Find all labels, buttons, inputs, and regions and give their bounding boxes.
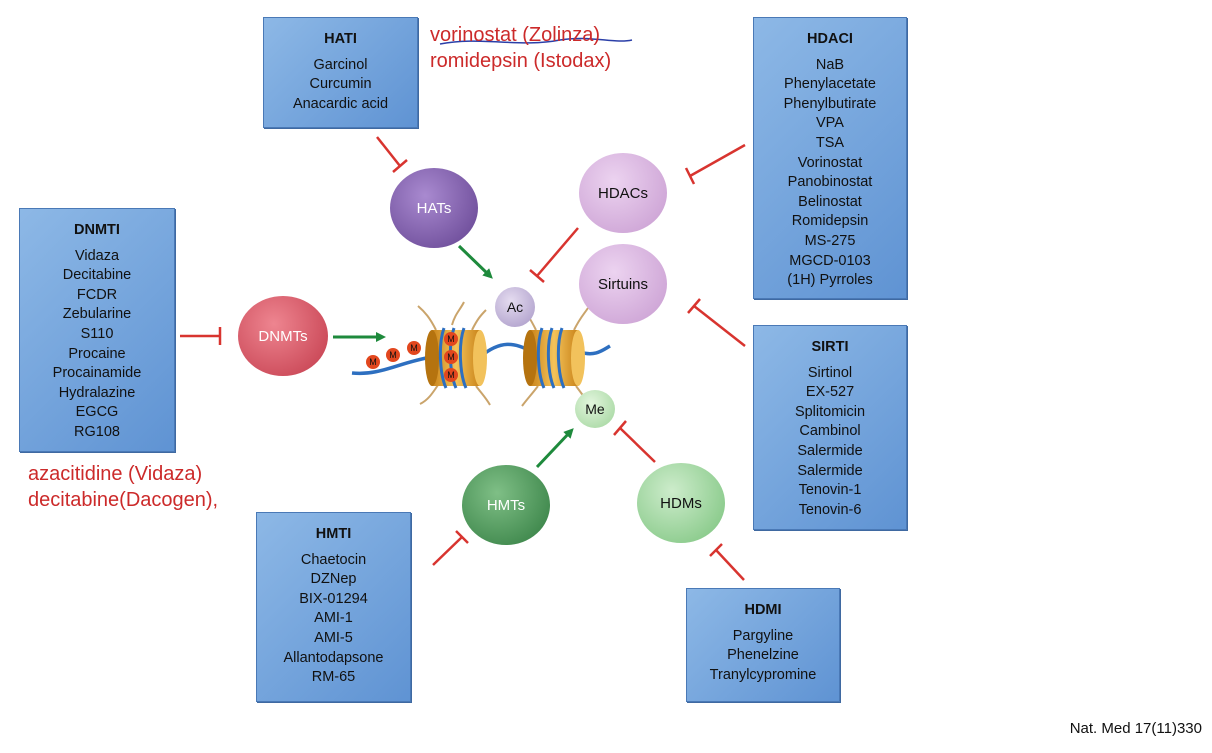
hdacs-label: HDACs (597, 184, 648, 202)
methyl-label: Me (585, 401, 605, 417)
hmts-circle: HMTs (462, 465, 550, 545)
dnmti-item: Procaine (68, 345, 126, 362)
hdmi-item: Pargyline (732, 627, 794, 644)
hdmi-title: HDMI (744, 602, 782, 618)
hdms-circle: HDMs (637, 463, 725, 543)
hmti-item: Allantodapsone (283, 649, 384, 666)
hdac-drug-note-line: romidepsin (Istodax) (430, 50, 612, 72)
sirti-item: Tenovin-6 (798, 501, 862, 518)
dnmti-item: Vidaza (74, 247, 120, 264)
dnmti-item: Decitabine (62, 267, 132, 284)
sirti-item: Sirtinol (807, 364, 853, 381)
activation-arrows (333, 244, 574, 469)
dnmti-item: S110 (80, 325, 114, 342)
hati-box: HATI Garcinol Curcumin Anacardic acid (263, 17, 418, 128)
methyl-mark-label: M (447, 334, 455, 344)
dnmti-item: EGCG (75, 404, 119, 421)
sirti-item: Tenovin-1 (798, 482, 862, 499)
dnmt-drug-note: azacitidine (Vidaza) decitabine(Dacogen)… (28, 461, 218, 513)
inhibition-arrows (180, 136, 746, 581)
hmti-item: AMI-5 (314, 629, 353, 646)
hdaci-box: HDACI NaB Phenylacetate Phenylbutirate V… (753, 17, 907, 299)
acetyl-mark: Ac (495, 287, 535, 327)
acetyl-label: Ac (506, 299, 524, 315)
sirti-box: SIRTI Sirtinol EX-527 Splitomicin Cambin… (753, 325, 907, 530)
hmti-box: HMTI Chaetocin DZNep BIX-01294 AMI-1 AMI… (256, 512, 411, 702)
dnmts-circle: DNMTs (238, 296, 328, 376)
hmti-item: Chaetocin (300, 551, 367, 568)
hdaci-item: VPA (816, 115, 844, 132)
hdaci-item: Panobinostat (787, 174, 873, 191)
methyl-mark-label: M (410, 343, 418, 353)
hmti-item: RM-65 (311, 669, 356, 686)
handwritten-underline (439, 37, 633, 45)
sirti-item: Cambinol (799, 423, 861, 440)
hmti-item: DZNep (310, 571, 357, 588)
hdaci-item: Vorinostat (797, 154, 863, 171)
hati-title: HATI (324, 31, 357, 47)
dnmti-item: RG108 (74, 423, 120, 440)
dnmt-drug-note-line: decitabine(Dacogen), (28, 489, 219, 511)
dnmti-box: DNMTI Vidaza Decitabine FCDR Zebularine … (19, 208, 175, 452)
hmti-item: AMI-1 (314, 610, 353, 627)
hats-circle: HATs (390, 168, 478, 248)
hdaci-item: Phenylacetate (784, 76, 876, 93)
methyl-mark-label: M (447, 352, 455, 362)
dnmti-item: FCDR (76, 286, 118, 303)
hdms-label: HDMs (660, 494, 702, 512)
dnmti-item: Procainamide (52, 365, 142, 382)
hati-item: Curcumin (309, 76, 372, 93)
hdaci-item: MGCD-0103 (789, 252, 871, 269)
hati-item: Garcinol (313, 56, 368, 73)
citation: Nat. Med 17(11)330 (1069, 720, 1202, 737)
dnmti-title: DNMTI (74, 222, 120, 238)
sirti-title: SIRTI (811, 339, 849, 355)
hats-label: HATs (416, 199, 452, 217)
methyl-mark-label: M (389, 350, 397, 360)
hdaci-item: TSA (815, 134, 845, 151)
dnmti-item: Zebularine (62, 306, 132, 323)
dna-methyl-marks: M M M M M M (366, 332, 458, 382)
hdac-drug-note-line: vorinostat (Zolinza) (430, 24, 601, 46)
dnmts-label: DNMTs (258, 327, 308, 345)
methyl-mark-label: M (447, 370, 455, 380)
hdmi-item: Tranylcypromine (709, 666, 817, 683)
hdaci-item: Phenylbutirate (783, 95, 877, 112)
hdac-drug-note: vorinostat (Zolinza) romidepsin (Istodax… (430, 22, 611, 74)
hdaci-item: (1H) Pyrroles (787, 272, 873, 289)
hdaci-title: HDACI (807, 31, 853, 47)
sirtuins-circle: Sirtuins (579, 244, 667, 324)
dnmt-drug-note-line: azacitidine (Vidaza) (28, 463, 203, 485)
sirtuins-label: Sirtuins (597, 275, 649, 293)
hdaci-item: Romidepsin (791, 213, 869, 230)
sirti-item: EX-527 (805, 384, 855, 401)
sirti-item: Salermide (797, 442, 863, 459)
hdmi-item: Phenelzine (727, 647, 799, 664)
hdacs-circle: HDACs (579, 153, 667, 233)
hmti-title: HMTI (315, 526, 352, 542)
hdaci-item: Belinostat (798, 193, 862, 210)
hmti-item: BIX-01294 (299, 590, 368, 607)
hdmi-box: HDMI Pargyline Phenelzine Tranylcypromin… (686, 588, 840, 702)
hdaci-item: NaB (815, 56, 845, 73)
methyl-mark-label: M (369, 357, 377, 367)
methyl-mark: Me (575, 390, 615, 428)
sirti-item: Splitomicin (794, 403, 866, 420)
dnmti-item: Hydralazine (58, 384, 136, 401)
hmts-label: HMTs (486, 496, 526, 514)
hdaci-item: MS-275 (804, 232, 856, 249)
hati-item: Anacardic acid (292, 95, 389, 112)
sirti-item: Salermide (797, 462, 863, 479)
